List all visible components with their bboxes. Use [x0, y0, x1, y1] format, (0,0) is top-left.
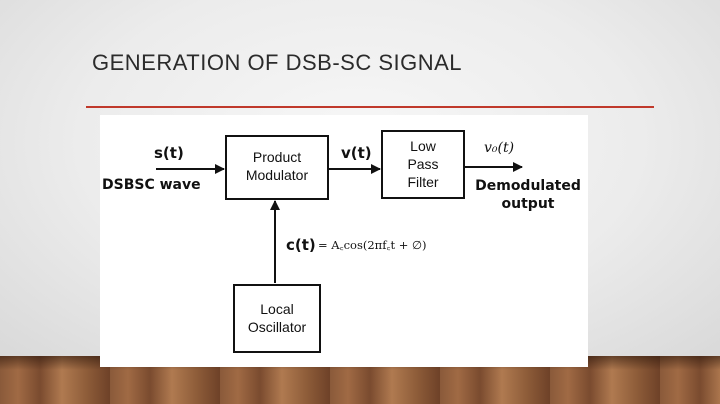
output-signal-label: v₀(t) — [484, 140, 514, 156]
product-modulator-label-line1: Product — [253, 149, 301, 165]
filter-label-line2: Pass — [407, 156, 438, 172]
output-description-line2: output — [502, 196, 555, 212]
carrier-equation: = A꜀cos(2πf꜀t + ∅) — [318, 238, 427, 252]
input-description: DSBSC wave — [102, 177, 201, 193]
filter-label-line1: Low — [410, 138, 437, 154]
slide-title: GENERATION OF DSB-SC SIGNAL — [92, 50, 463, 75]
output-description-line1: Demodulated — [475, 178, 581, 194]
low-pass-filter-block — [381, 130, 465, 199]
intermediate-signal-label: v(t) — [341, 144, 372, 162]
product-modulator-block — [225, 135, 329, 200]
local-oscillator-block — [233, 284, 321, 353]
block-diagram-svg: s(t) DSBSC wave Product Modulator v(t) L… — [102, 130, 581, 353]
oscillator-label-line1: Local — [260, 301, 293, 317]
input-signal-label: s(t) — [154, 144, 184, 162]
title-underline — [86, 106, 654, 108]
product-modulator-label-line2: Modulator — [246, 167, 309, 183]
filter-label-line3: Filter — [407, 174, 438, 190]
block-diagram: s(t) DSBSC wave Product Modulator v(t) L… — [100, 115, 588, 367]
carrier-signal-label: c(t) — [286, 236, 316, 254]
oscillator-label-line2: Oscillator — [248, 319, 307, 335]
